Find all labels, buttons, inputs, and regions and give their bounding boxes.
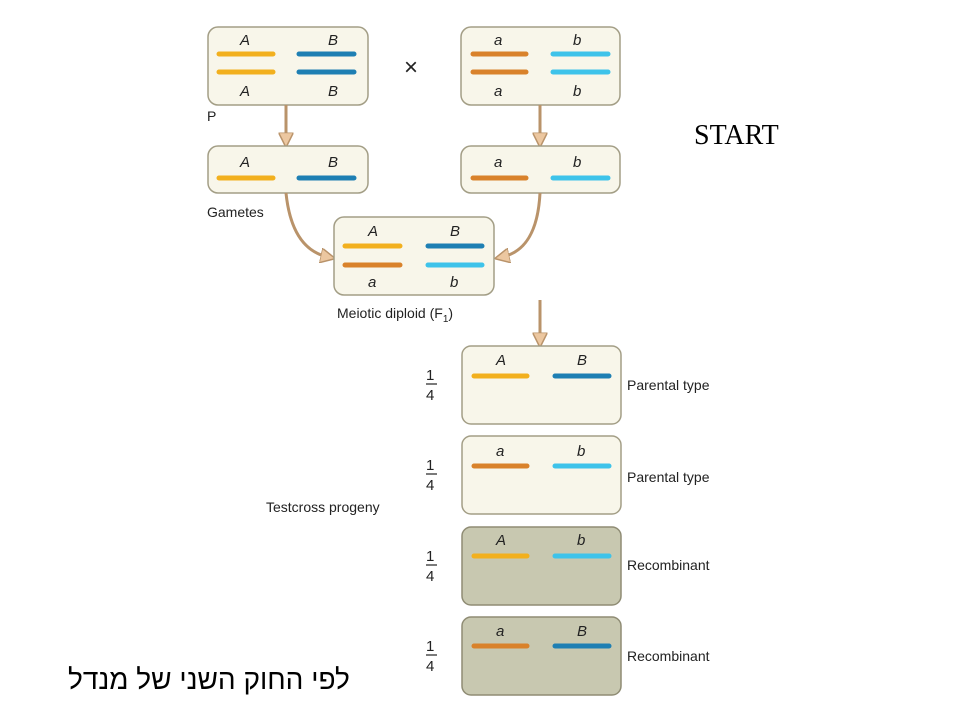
allele-label: A — [239, 83, 250, 100]
allele-label: a — [494, 83, 502, 100]
allele-label: A — [239, 32, 250, 49]
start-label: START — [694, 120, 779, 151]
allele-label: A — [367, 223, 378, 240]
allele-label: b — [577, 443, 585, 460]
f1-box — [333, 216, 495, 296]
fraction-denominator: 4 — [426, 658, 434, 675]
fraction-numerator: 1 — [426, 548, 434, 565]
allele-label: a — [494, 32, 502, 49]
progeny-box — [461, 435, 622, 515]
gamete-box-right — [460, 145, 621, 194]
gamete-box-left — [207, 145, 369, 194]
allele-label: A — [495, 532, 506, 549]
progeny-box — [461, 345, 622, 425]
progeny-row: A b 1 4 Recombinant — [426, 526, 710, 606]
allele-label: b — [573, 32, 581, 49]
allele-label: a — [494, 154, 502, 171]
allele-label: A — [495, 352, 506, 369]
progeny-type: Parental type — [627, 469, 710, 485]
arrow — [284, 192, 328, 257]
progeny-type: Recombinant — [627, 557, 710, 573]
allele-label: a — [496, 443, 504, 460]
allele-label: b — [573, 83, 581, 100]
allele-label: b — [577, 532, 585, 549]
footer-text: לפי החוק השני של מנדל — [68, 664, 350, 695]
allele-label: b — [450, 274, 458, 291]
fraction-numerator: 1 — [426, 457, 434, 474]
progeny-box — [461, 526, 622, 606]
fraction-denominator: 4 — [426, 477, 434, 494]
progeny-row: a b 1 4 Parental type — [426, 435, 710, 515]
label-gametes: Gametes — [207, 204, 264, 220]
allele-label: B — [577, 623, 587, 640]
label-p: P — [207, 108, 216, 124]
progeny-type: Parental type — [627, 377, 710, 393]
allele-label: B — [577, 352, 587, 369]
allele-label: B — [328, 32, 338, 49]
cross-symbol: × — [404, 54, 418, 81]
label-meiotic-diploid: Meiotic diploid (F1) — [337, 305, 453, 325]
allele-label: b — [573, 154, 581, 171]
progeny-row: A B 1 4 Parental type — [426, 345, 710, 425]
fraction-denominator: 4 — [426, 387, 434, 404]
fraction-denominator: 4 — [426, 568, 434, 585]
progeny-type: Recombinant — [627, 648, 710, 664]
fraction-numerator: 1 — [426, 367, 434, 384]
allele-label: a — [368, 274, 376, 291]
arrow — [502, 192, 542, 257]
progeny-box — [461, 616, 622, 696]
label-testcross-progeny: Testcross progeny — [266, 499, 380, 515]
parent-box-left — [207, 26, 369, 106]
allele-label: B — [328, 154, 338, 171]
allele-label: a — [496, 623, 504, 640]
allele-label: B — [328, 83, 338, 100]
fraction-numerator: 1 — [426, 638, 434, 655]
allele-label: A — [239, 154, 250, 171]
progeny-row: a B 1 4 Recombinant — [426, 616, 710, 696]
parent-box-right — [460, 26, 621, 106]
allele-label: B — [450, 223, 460, 240]
